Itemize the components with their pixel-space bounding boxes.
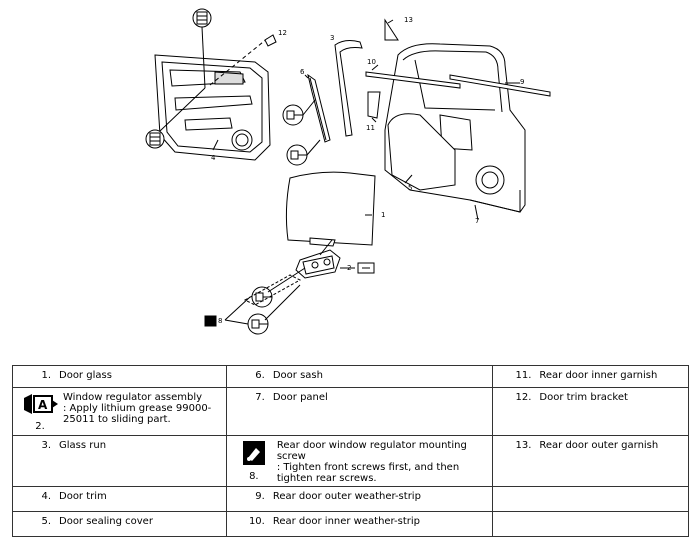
callout-1: 1 — [381, 211, 385, 219]
item-number: 13. — [515, 440, 532, 451]
legend-row: A 2. Window regulator assembly : Apply l… — [12, 387, 689, 436]
grease-icon: A 2. — [17, 392, 63, 432]
item-description: Rear door outer garnish — [539, 440, 659, 451]
outer-garnish-drawing — [384, 18, 399, 41]
grease-icon-diagram — [357, 262, 375, 274]
inner-weatherstrip-drawing — [365, 71, 461, 89]
item-description: Door panel — [272, 392, 328, 403]
door-trim-bracket-drawing — [264, 34, 277, 47]
item-number: 6. — [255, 370, 265, 381]
item-description: Door trim — [59, 491, 107, 502]
callout-3: 3 — [330, 34, 334, 42]
item-number: 7. — [255, 392, 265, 403]
glass-run-drawing — [334, 40, 363, 137]
regulator-screw-icon-a — [251, 286, 273, 308]
callout-7: 7 — [475, 217, 479, 225]
legend-row: 4. Door trim 9. Rear door outer weather-st… — [12, 486, 689, 512]
legend-cell: 12. Door trim bracket — [492, 387, 689, 436]
item-description: Glass run — [59, 440, 107, 451]
parts-legend-table: 1. Door glass 6. Door sash 11. Rear door in… — [12, 365, 689, 537]
regulator-screw-icon-b — [247, 313, 269, 335]
callout-11: 11 — [366, 124, 375, 132]
item-description: Door trim bracket — [539, 392, 628, 403]
legend-cell: 9. Rear door outer weather-strip — [225, 486, 494, 512]
door-sash-drawing — [307, 73, 331, 143]
legend-cell: 3. Glass run — [12, 435, 227, 487]
callout-6: 6 — [300, 68, 305, 76]
legend-cell: 1. Door glass — [12, 365, 227, 388]
item-number: 9. — [255, 491, 265, 502]
tighten-icon-diagram — [204, 315, 217, 327]
screw-icon-a — [282, 104, 304, 126]
item-number: 12. — [515, 392, 532, 403]
callout-10: 10 — [367, 58, 376, 66]
item-number: 10. — [248, 516, 265, 527]
clip-icon-top — [192, 8, 212, 28]
legend-cell: 8. Rear door window regulator mounting s… — [225, 435, 494, 487]
legend-cell: 5. Door sealing cover — [12, 511, 227, 537]
callout-9: 9 — [520, 78, 524, 86]
callout-5: 5 — [408, 184, 412, 192]
callout-13: 13 — [404, 16, 413, 24]
window-regulator-drawing — [295, 239, 355, 279]
item-description: Door glass — [59, 370, 112, 381]
item-description: Rear door window regulator mounting scre… — [276, 440, 467, 484]
outer-weatherstrip-drawing — [449, 74, 551, 97]
callout-8: 8 — [218, 317, 222, 325]
sealing-cover-drawing — [387, 113, 456, 191]
item-description: Door sash — [272, 370, 323, 381]
door-trim-drawing — [154, 54, 271, 161]
legend-cell: 10. Rear door inner weather-strip — [225, 511, 494, 537]
legend-cell: 13. Rear door outer garnish — [492, 435, 689, 487]
item-number: 5. — [41, 516, 51, 527]
item-number: 2. — [35, 421, 45, 432]
legend-row: 3. Glass run 8. Rear door window regulato… — [12, 435, 689, 487]
item-number: 1. — [41, 370, 51, 381]
callout-12: 12 — [278, 29, 287, 37]
clip-icon-bottom — [145, 129, 165, 149]
legend-cell: 6. Door sash — [225, 365, 494, 388]
item-number: 4. — [41, 491, 51, 502]
door-glass-drawing — [285, 171, 376, 247]
svg-text:A: A — [38, 398, 48, 412]
item-description: Rear door inner garnish — [539, 370, 658, 381]
exploded-parts-diagram: 1 2 3 4 5 6 7 8 9 10 11 12 13 — [145, 8, 551, 335]
screw-icon-b — [286, 144, 308, 166]
item-description: Window regulator assembly : Apply lithiu… — [63, 392, 212, 425]
item-number: 8. — [249, 471, 259, 482]
tighten-icon: 8. — [231, 440, 277, 482]
legend-row: 1. Door glass 6. Door sash 11. Rear door in… — [12, 365, 689, 388]
item-number: 3. — [41, 440, 51, 451]
legend-cell: 7. Door panel — [225, 387, 494, 436]
callout-2: 2 — [347, 264, 351, 272]
item-number: 11. — [515, 370, 532, 381]
legend-cell-empty — [492, 511, 689, 537]
legend-cell: 11. Rear door inner garnish — [492, 365, 689, 388]
item-description: Rear door inner weather-strip — [272, 516, 421, 527]
item-description: Door sealing cover — [59, 516, 153, 527]
inner-garnish-drawing — [367, 91, 381, 119]
item-description: Rear door outer weather-strip — [272, 491, 421, 502]
callout-4: 4 — [211, 154, 216, 162]
legend-row: 5. Door sealing cover 10. Rear door inner … — [12, 511, 689, 537]
legend-cell-empty — [492, 486, 689, 512]
legend-cell: A 2. Window regulator assembly : Apply l… — [12, 387, 227, 436]
legend-cell: 4. Door trim — [12, 486, 227, 512]
